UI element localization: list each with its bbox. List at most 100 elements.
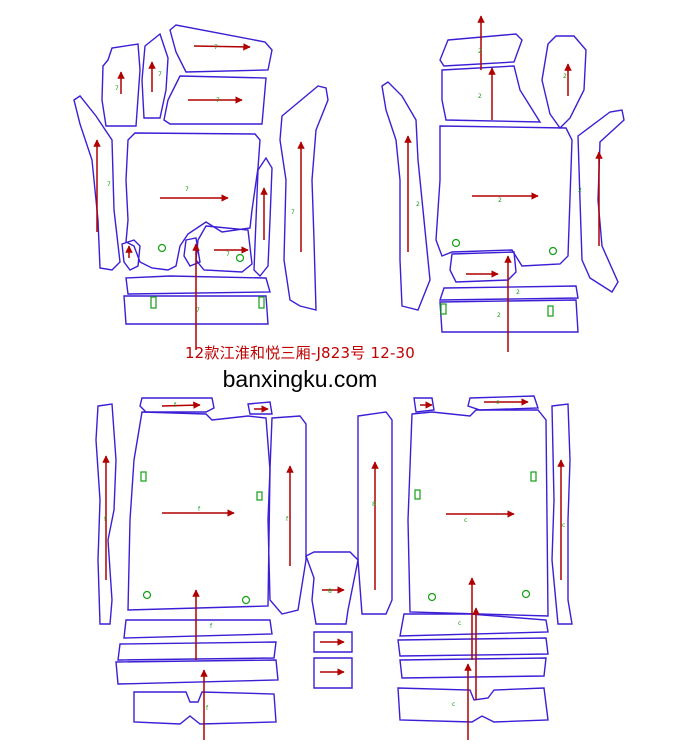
piece-label: 2 xyxy=(478,93,482,100)
piece-label: f xyxy=(174,402,177,409)
piece-tl-small-tab xyxy=(121,239,141,271)
piece-label: f xyxy=(198,506,201,513)
marker-slot xyxy=(256,491,263,501)
marker-slot xyxy=(140,471,147,482)
piece-tl-bottom-small xyxy=(183,237,201,267)
site-watermark: banxingku.com xyxy=(222,366,378,392)
piece-label: 8 xyxy=(372,501,376,508)
piece-tl-top-panel xyxy=(169,24,273,73)
piece-label: 7 xyxy=(115,85,119,92)
piece-label: f xyxy=(210,623,213,630)
piece-tl-small-left xyxy=(101,43,141,127)
piece-label: c xyxy=(452,701,455,708)
piece-tr-bottom-small xyxy=(449,251,517,283)
piece-label: 2 xyxy=(416,201,420,208)
piece-label: 2 xyxy=(578,187,582,194)
bottom-left-pattern-group xyxy=(95,397,307,725)
piece-label: c xyxy=(496,399,499,406)
marker-circle xyxy=(235,253,245,263)
grain-arrows xyxy=(93,15,603,740)
piece-br-bar-2 xyxy=(397,637,549,657)
bottom-mid-pattern-group xyxy=(305,411,393,689)
piece-label: 7 xyxy=(185,186,189,193)
piece-tl-right-strip xyxy=(253,156,273,278)
piece-bl-top-strip xyxy=(139,397,215,413)
piece-label: c xyxy=(464,517,467,524)
piece-tr-bottom-bar-b xyxy=(439,299,579,333)
marker-circle xyxy=(241,595,251,605)
piece-br-bottom xyxy=(397,687,549,723)
piece-label: 7 xyxy=(107,181,111,188)
piece-tl-small-mid xyxy=(141,32,169,119)
piece-tl-bottom-mid xyxy=(195,225,253,273)
piece-tl-left-strip xyxy=(73,95,121,271)
piece-bl-bar-2 xyxy=(117,641,277,661)
piece-bl-bottom xyxy=(133,691,277,725)
piece-label: 7 xyxy=(214,44,218,51)
marker-circle xyxy=(427,592,437,602)
piece-tr-right-strip xyxy=(577,109,625,293)
piece-tl-far-right xyxy=(279,85,329,311)
piece-tl-bottom-bar-a xyxy=(125,275,271,295)
piece-tr-corner xyxy=(541,35,587,130)
piece-label: 8 xyxy=(328,588,332,595)
marker-slot xyxy=(440,303,447,315)
piece-bl-bar-3 xyxy=(115,659,279,685)
placement-markers xyxy=(140,238,558,605)
piece-bm-strip xyxy=(357,411,393,615)
marker-circle xyxy=(157,243,167,253)
piece-label: c xyxy=(458,620,461,627)
piece-br-bar-3 xyxy=(399,657,547,679)
piece-tr-top-panel xyxy=(439,33,523,67)
piece-label: 2 xyxy=(563,73,567,80)
piece-label: f xyxy=(104,516,107,523)
piece-br-bar-1 xyxy=(399,613,549,637)
piece-label: c xyxy=(562,522,565,529)
marker-circle xyxy=(521,589,531,599)
piece-label: 7 xyxy=(158,71,162,78)
marker-slot xyxy=(530,471,537,482)
piece-bl-right-strip xyxy=(267,415,307,615)
piece-bl-bar-1 xyxy=(123,619,273,639)
piece-br-top-small xyxy=(413,397,435,413)
top-left-pattern-group xyxy=(73,24,329,325)
piece-bm-pad-b xyxy=(313,657,353,689)
marker-slot xyxy=(258,296,265,309)
piece-br-top-strip xyxy=(467,395,539,411)
top-right-pattern-group xyxy=(381,33,625,333)
piece-label: f xyxy=(286,516,289,523)
marker-circle xyxy=(451,238,461,248)
piece-tr-bottom-bar-a xyxy=(439,285,579,301)
piece-tl-bottom-bar-b xyxy=(123,295,269,325)
piece-tr-left-strip xyxy=(381,81,431,311)
piece-bm-seat xyxy=(305,551,359,625)
marker-slot xyxy=(150,296,157,309)
marker-circle xyxy=(142,590,152,600)
arrow-tl-top xyxy=(193,43,251,51)
pattern-title: 12款江淮和悦三厢-J823号 12-30 xyxy=(184,344,416,362)
piece-label: 2 xyxy=(498,197,502,204)
piece-label: 7 xyxy=(216,97,220,104)
piece-label: 2 xyxy=(497,312,501,319)
piece-bm-pad-a xyxy=(313,631,353,653)
piece-label: f xyxy=(206,705,209,712)
piece-label: 2 xyxy=(478,48,482,55)
piece-tl-mid-panel xyxy=(163,75,267,125)
piece-bl-left-strip xyxy=(95,403,117,625)
arrow-bl-top xyxy=(161,401,201,409)
piece-tr-main-floor xyxy=(435,125,573,267)
piece-labels: 7 7 7 7 7 7 7 7 7 2 2 2 2 2 2 2 2 f f f … xyxy=(104,44,582,712)
piece-label: 7 xyxy=(226,251,230,258)
piece-label: 2 xyxy=(516,289,520,296)
piece-bl-top-small xyxy=(247,401,273,415)
marker-circle xyxy=(548,246,558,256)
marker-slot xyxy=(414,489,421,500)
piece-br-main-floor xyxy=(407,409,549,617)
marker-slot xyxy=(547,305,554,317)
piece-label: 7 xyxy=(196,307,200,314)
piece-tr-mid-panel xyxy=(441,65,542,123)
piece-label: 7 xyxy=(291,209,295,216)
piece-br-right-strip xyxy=(551,403,573,625)
bottom-right-pattern-group xyxy=(397,395,573,723)
